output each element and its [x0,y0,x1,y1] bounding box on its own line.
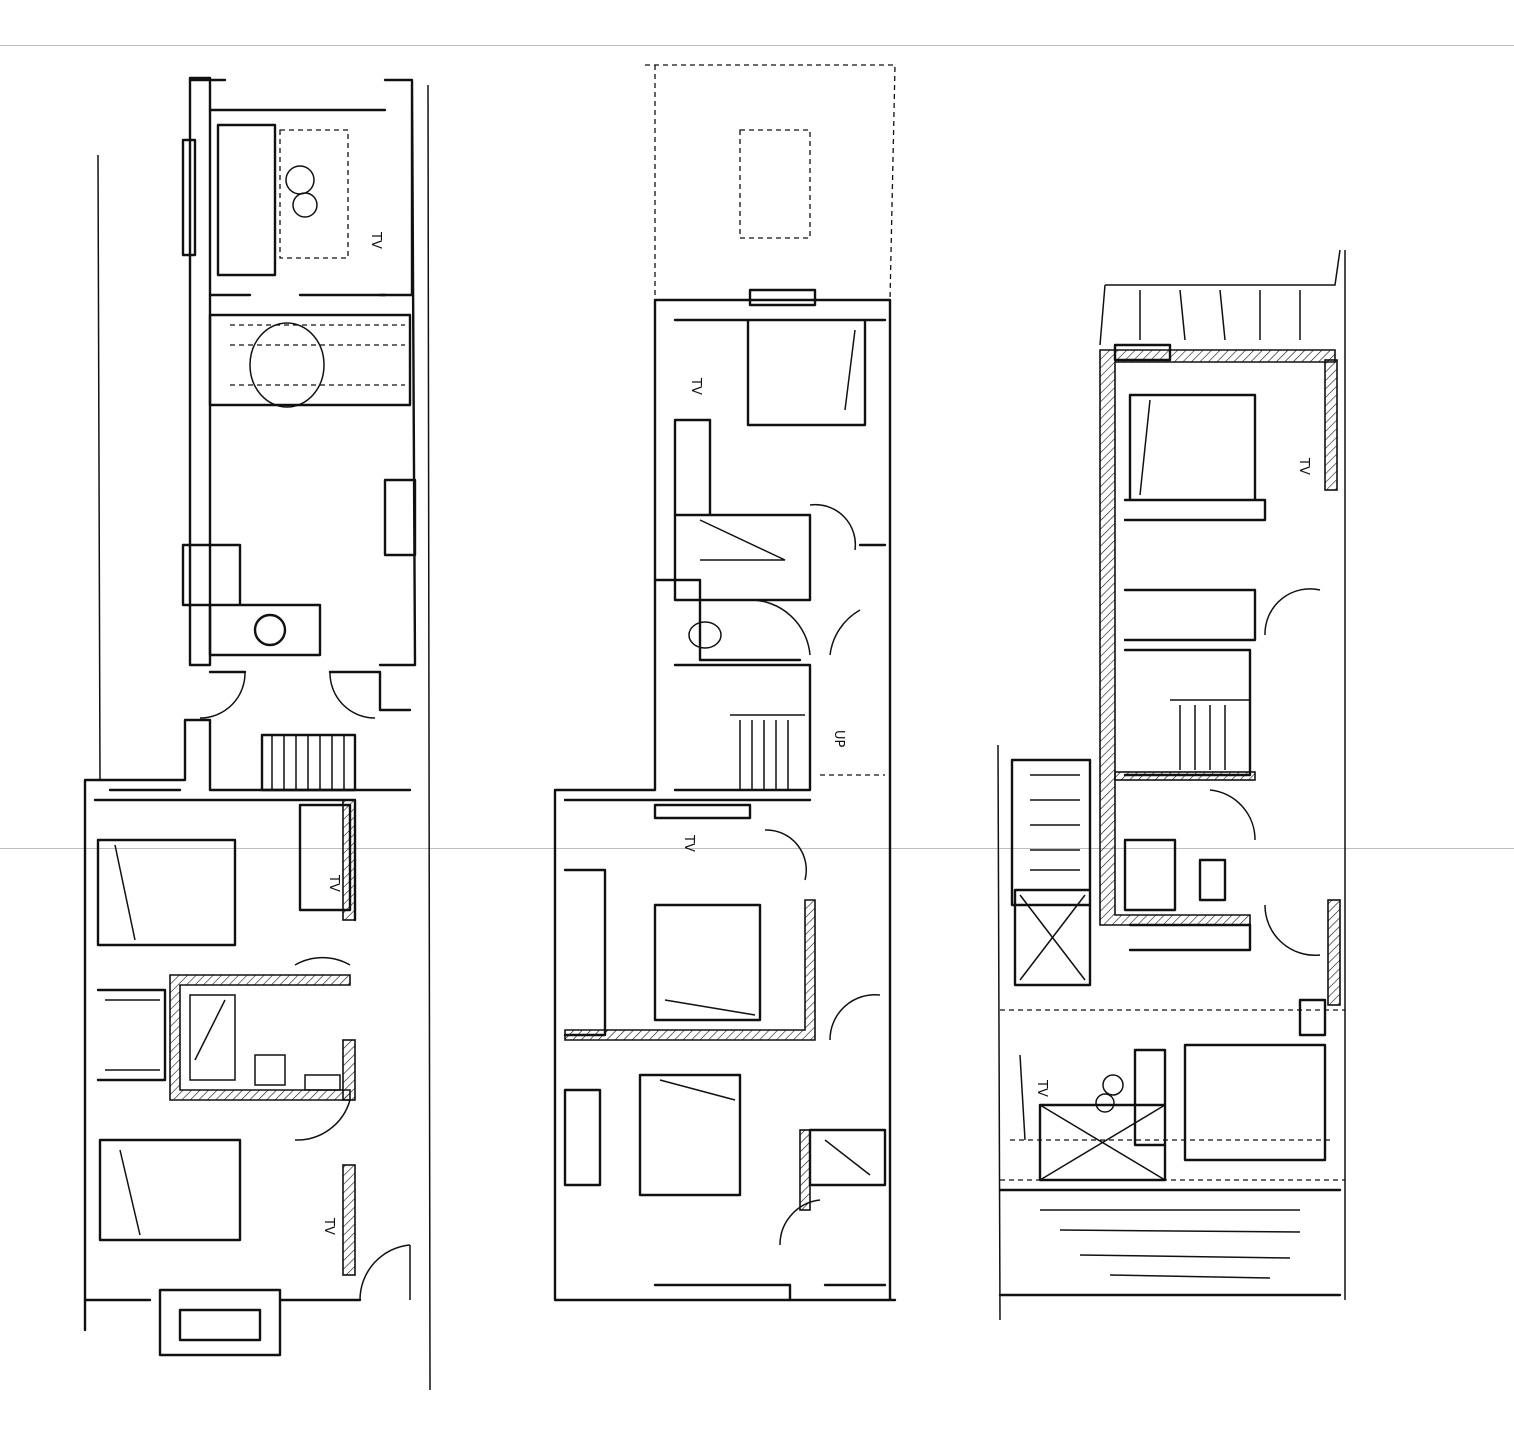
tv-label: TV [326,874,341,892]
first-floor-plan: TV TV UP [553,64,897,1302]
middle-rule [0,848,1514,849]
second-floor-plan: TV TV [997,249,1346,1321]
tv-label: TV [681,834,696,852]
tv-label: TV [1296,457,1311,475]
top-rule [0,45,1514,46]
up-label: UP [831,730,846,748]
ground-floor-plan: TV TV TV [83,76,431,1391]
tv-label: TV [368,231,383,249]
tv-label: TV [688,377,703,395]
tv-label: TV [1034,1079,1049,1097]
tv-label: TV [321,1217,336,1235]
